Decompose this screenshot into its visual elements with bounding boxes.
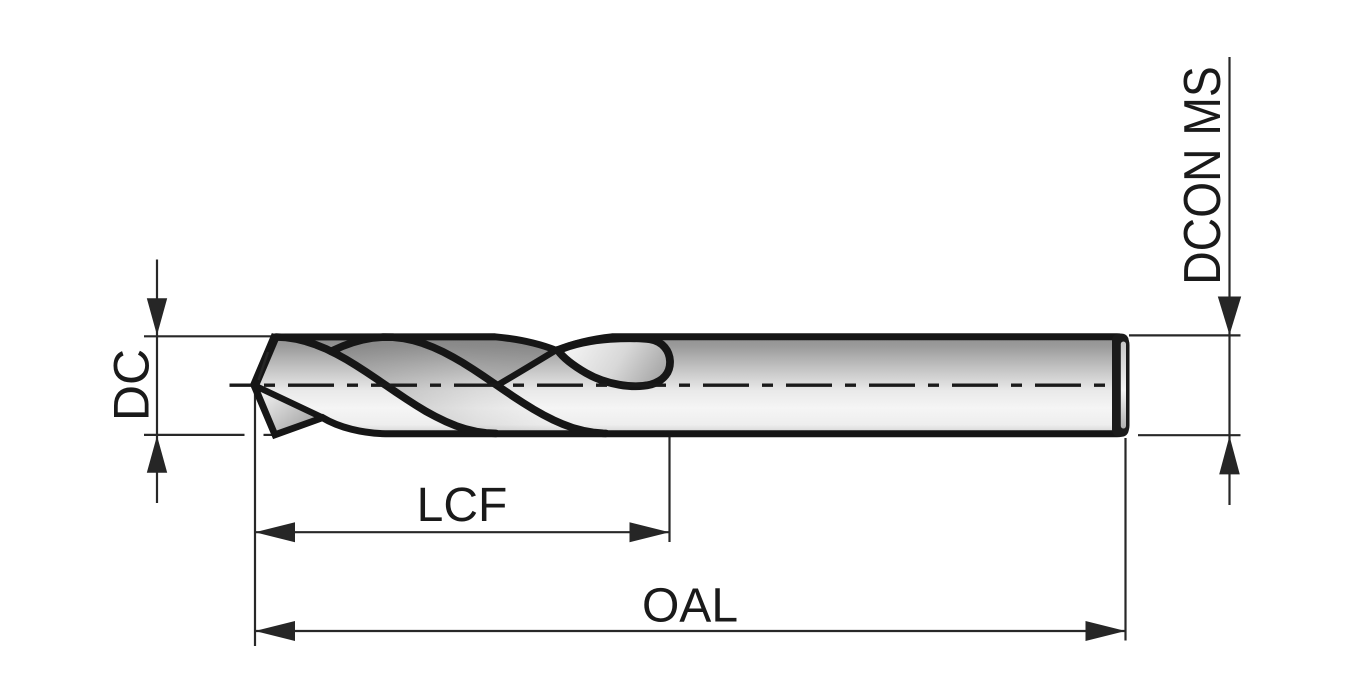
svg-text:DC: DC (104, 349, 160, 421)
svg-text:OAL: OAL (642, 580, 738, 633)
svg-text:DCON MS: DCON MS (1174, 66, 1232, 285)
svg-text:LCF: LCF (417, 479, 508, 532)
